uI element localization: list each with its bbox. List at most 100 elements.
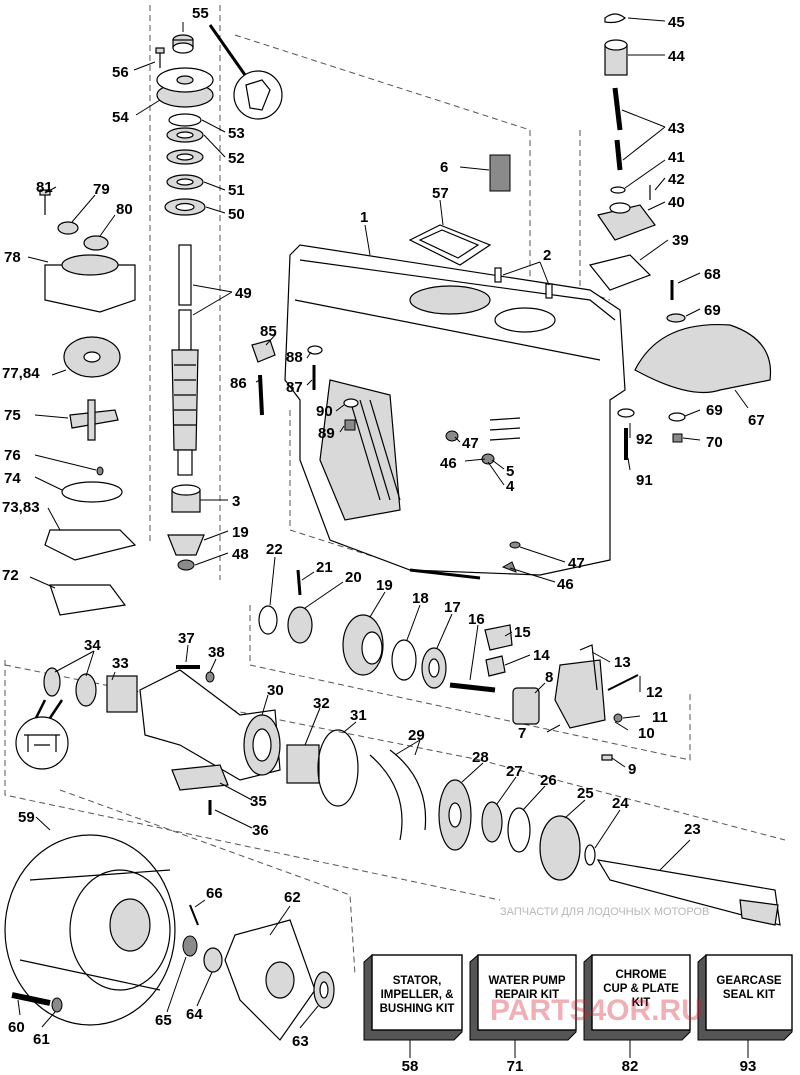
- part-label-22: 22: [266, 541, 283, 558]
- part-label-26: 26: [540, 772, 557, 789]
- kit-gearcase-line1: GEARCASE: [716, 975, 782, 987]
- part-label-74: 74: [4, 470, 21, 487]
- part-label-2: 2: [543, 247, 551, 264]
- part-label-55: 55: [192, 5, 209, 22]
- part-label-20: 20: [345, 569, 362, 586]
- part-label-17: 17: [444, 599, 461, 616]
- part-label-32: 32: [313, 695, 330, 712]
- part-label-70: 70: [706, 434, 723, 451]
- part-labels: 55 56 54 53 52 51 50 49 3 19 48 81 79 80…: [2, 5, 765, 1050]
- kit-chrome-line2: CUP & PLATE: [603, 983, 679, 995]
- part-label-7: 7: [518, 725, 526, 742]
- part-label-62: 62: [284, 889, 301, 906]
- part-label-28: 28: [472, 749, 489, 766]
- kit-gearcase-line2: SEAL KIT: [723, 989, 775, 1001]
- part-label-48: 48: [232, 546, 249, 563]
- part-label-4: 4: [506, 478, 515, 495]
- kit-chrome-line3: KIT: [632, 997, 651, 1009]
- part-label-60: 60: [8, 1019, 25, 1036]
- part-label-85: 85: [260, 323, 277, 340]
- jet-lower-assembly: [4, 834, 335, 1041]
- part-label-45: 45: [668, 14, 685, 31]
- part-label-13: 13: [614, 654, 631, 671]
- part-label-41: 41: [668, 149, 685, 166]
- part-label-24: 24: [612, 795, 629, 812]
- part-label-16: 16: [468, 611, 485, 628]
- part-label-10: 10: [638, 725, 655, 742]
- kit-stator-line1: STATOR,: [393, 975, 442, 987]
- part-label-86: 86: [230, 375, 247, 392]
- part-label-64: 64: [186, 1006, 203, 1023]
- part-label-1: 1: [360, 209, 368, 226]
- leader-lines: [17, 17, 749, 1029]
- part-label-34: 34: [84, 637, 101, 654]
- watermark-subtext: ЗАПЧАСТИ ДЛЯ ЛОДОЧНЫХ МОТОРОВ: [500, 906, 709, 918]
- kit-water-pump-number: 71: [507, 1058, 524, 1075]
- part-label-89: 89: [318, 425, 335, 442]
- part-label-46b: 46: [557, 576, 574, 593]
- part-label-51: 51: [228, 182, 245, 199]
- part-label-50: 50: [228, 206, 245, 223]
- part-label-44: 44: [668, 48, 685, 65]
- part-label-25: 25: [577, 785, 594, 802]
- kit-stator-line3: BUSHING KIT: [380, 1003, 455, 1015]
- seal-pictogram: [15, 699, 69, 770]
- water-pump-parts: [39, 189, 137, 616]
- kit-water-pump-line1: WATER PUMP: [488, 975, 565, 987]
- kit-stator-number: 58: [402, 1058, 419, 1075]
- gearcase-housing: [284, 154, 626, 580]
- watermark: ЗАПЧАСТИ ДЛЯ ЛОДОЧНЫХ МОТОРОВ PARTS4OR.R…: [490, 906, 709, 1027]
- part-label-91: 91: [636, 472, 653, 489]
- part-label-42: 42: [668, 171, 685, 188]
- part-label-75: 75: [4, 407, 21, 424]
- part-label-57: 57: [432, 185, 449, 202]
- grease-pictogram: [208, 24, 283, 120]
- part-label-52: 52: [228, 150, 245, 167]
- part-label-36: 36: [252, 822, 269, 839]
- part-label-46a: 46: [440, 455, 457, 472]
- kit-chrome-number: 82: [622, 1058, 639, 1075]
- part-label-53: 53: [228, 125, 245, 142]
- part-label-40: 40: [668, 194, 685, 211]
- part-label-65: 65: [155, 1012, 172, 1029]
- part-label-19a: 19: [232, 524, 249, 541]
- part-label-67: 67: [748, 412, 765, 429]
- assembly-boundaries: [4, 5, 786, 976]
- part-label-88: 88: [286, 349, 303, 366]
- part-label-37: 37: [178, 630, 195, 647]
- part-label-31: 31: [350, 707, 367, 724]
- kit-box-gearcase-seal: GEARCASE SEAL KIT 93: [697, 954, 793, 1075]
- part-label-19b: 19: [376, 577, 393, 594]
- part-label-8: 8: [545, 669, 553, 686]
- part-label-3: 3: [232, 493, 240, 510]
- part-label-69a: 69: [704, 302, 721, 319]
- watermark-text: PARTS4OR.RU: [490, 994, 703, 1027]
- part-label-73-83: 73,83: [2, 499, 40, 516]
- part-label-18: 18: [412, 590, 429, 607]
- kit-stator-line2: IMPELLER, &: [381, 989, 454, 1001]
- part-label-33: 33: [112, 655, 129, 672]
- part-label-54: 54: [112, 109, 129, 126]
- part-label-72: 72: [2, 567, 19, 584]
- part-label-59: 59: [18, 809, 35, 826]
- part-label-79: 79: [93, 181, 110, 198]
- part-label-14: 14: [533, 647, 550, 664]
- part-label-9: 9: [628, 761, 636, 778]
- kit-water-pump-line2: REPAIR KIT: [495, 989, 559, 1001]
- kit-box-water-pump: WATER PUMP REPAIR KIT 71: [469, 954, 577, 1075]
- part-label-27: 27: [506, 763, 523, 780]
- part-label-61: 61: [33, 1031, 50, 1048]
- part-label-81: 81: [36, 179, 53, 196]
- part-label-77-84: 77,84: [2, 365, 40, 382]
- part-label-30: 30: [267, 682, 284, 699]
- kit-chrome-line1: CHROME: [615, 969, 666, 981]
- part-label-6: 6: [440, 159, 448, 176]
- part-label-43: 43: [668, 120, 685, 137]
- kit-gearcase-number: 93: [740, 1058, 757, 1075]
- part-label-21: 21: [316, 559, 333, 576]
- housing-small-parts: [251, 339, 521, 573]
- part-label-39: 39: [672, 232, 689, 249]
- driveshaft-assembly: [155, 34, 214, 571]
- part-label-78: 78: [4, 249, 21, 266]
